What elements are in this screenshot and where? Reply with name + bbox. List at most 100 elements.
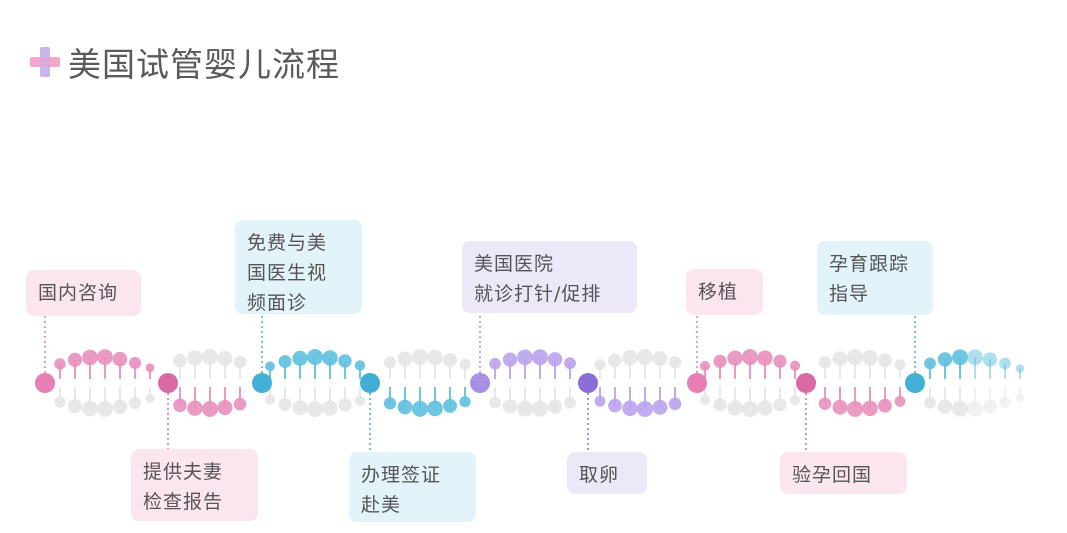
helix-bead-top [757, 350, 773, 366]
helix-bead-bottom [847, 400, 863, 417]
helix-bead-top [383, 356, 397, 369]
helix-bead-top [622, 349, 638, 366]
helix-bead-top [832, 351, 848, 367]
helix-bead-top [742, 349, 758, 366]
helix-bead-bottom [97, 400, 113, 417]
step-node [687, 373, 707, 393]
helix-bead-bottom [982, 399, 998, 414]
step-nodes [35, 373, 925, 393]
helix-bead-bottom [637, 400, 653, 417]
step-label-3: 免费与美 国医生视 频面诊 [235, 220, 362, 314]
helix-bead-bottom [742, 400, 758, 417]
step-node [905, 373, 925, 393]
helix-bead-top [82, 349, 98, 366]
helix-bead-top [789, 360, 801, 371]
helix-bead-bottom [999, 396, 1011, 409]
helix-bead-top [202, 349, 218, 366]
helix-bead-top [322, 350, 338, 366]
helix-bead-bottom [82, 400, 98, 417]
helix-bead-bottom [307, 400, 323, 417]
helix-bead-top [847, 349, 863, 366]
helix-bead-bottom [427, 400, 443, 417]
helix-bead-bottom [1015, 393, 1025, 402]
helix-bead-bottom [952, 400, 968, 417]
helix-bead-bottom [878, 398, 892, 413]
helix-bead-top [952, 349, 968, 366]
step-node [252, 373, 272, 393]
helix-bead-bottom [187, 400, 203, 416]
helix-bead-top [97, 349, 113, 366]
step-node [796, 373, 816, 393]
helix-bead-top [967, 349, 983, 366]
step-label-8: 验孕回国 [780, 452, 907, 494]
helix-bead-bottom [564, 396, 576, 409]
helix-bead-top [637, 349, 653, 366]
helix-bead-bottom [173, 398, 187, 413]
helix-bead-top [699, 360, 711, 371]
helix-bead-top [608, 353, 622, 368]
helix-bead-bottom [412, 400, 428, 417]
helix-bead-top [999, 357, 1011, 370]
plus-icon [30, 47, 60, 77]
helix-bead-top [727, 350, 743, 366]
helix-bead-bottom [727, 400, 743, 416]
helix-bead-bottom [894, 395, 906, 407]
helix-bead-bottom [789, 395, 801, 406]
helix-bead-bottom [622, 400, 638, 417]
step-label-9: 孕育跟踪 指导 [817, 241, 933, 315]
helix-bead-bottom [278, 397, 292, 411]
helix-bead-top [502, 352, 518, 367]
helix-bead-top [354, 360, 366, 371]
page-title: 美国试管婴儿流程 [68, 45, 340, 84]
helix-bead-bottom [383, 397, 397, 410]
helix-bead-top [292, 350, 308, 366]
helix-bead-top [145, 363, 155, 373]
helix-bead-top [532, 349, 548, 366]
helix-bead-bottom [265, 394, 275, 405]
step-label-1: 国内咨询 [26, 270, 141, 316]
helix-bead-top [187, 350, 203, 366]
helix-bead-top [878, 353, 892, 368]
helix-bead-top [489, 357, 501, 370]
helix-bead-bottom [937, 399, 953, 414]
helix-bead-bottom [354, 395, 366, 406]
helix-bead-bottom [517, 400, 533, 417]
helix-bead-bottom [773, 398, 787, 412]
helix-bead-bottom [202, 400, 218, 417]
helix-bead-bottom [502, 399, 518, 414]
helix-bead-top [278, 355, 292, 369]
helix-bead-top [668, 355, 682, 369]
helix-bead-top [924, 357, 936, 370]
helix-bead-bottom [322, 400, 338, 416]
helix-bead-top [652, 351, 668, 367]
helix-bead-top [67, 352, 83, 367]
helix-bead-bottom [233, 397, 247, 411]
helix-bead-top [54, 358, 66, 370]
title-block: 美国试管婴儿流程 [30, 40, 340, 84]
helix-bead-bottom [217, 400, 233, 416]
helix-bead-bottom [594, 395, 606, 407]
helix-bead-bottom [532, 400, 548, 417]
step-node [158, 373, 178, 393]
helix-bead-bottom [145, 393, 155, 403]
helix-bead-bottom [397, 399, 413, 415]
helix-bead-bottom [924, 396, 936, 409]
helix-bead-top [233, 355, 247, 369]
helix-bead-bottom [699, 395, 711, 406]
step-label-5: 美国医院 就诊打针/促排 [462, 241, 637, 313]
helix-bead-bottom [112, 399, 128, 415]
helix-bead-bottom [713, 398, 727, 412]
helix-bead-bottom [292, 400, 308, 416]
helix-bead-bottom [128, 397, 142, 410]
helix-bead-top [937, 352, 953, 367]
helix-bead-top [338, 354, 352, 368]
helix-bead-bottom [668, 397, 682, 411]
helix-bead-bottom [54, 396, 66, 408]
step-node [578, 373, 598, 393]
helix-bead-top [517, 349, 533, 366]
helix-bead-bottom [818, 397, 832, 410]
step-node [35, 373, 55, 393]
helix-bead-top [982, 352, 998, 367]
helix-bead-top [547, 352, 563, 367]
helix-bead-bottom [443, 398, 457, 413]
